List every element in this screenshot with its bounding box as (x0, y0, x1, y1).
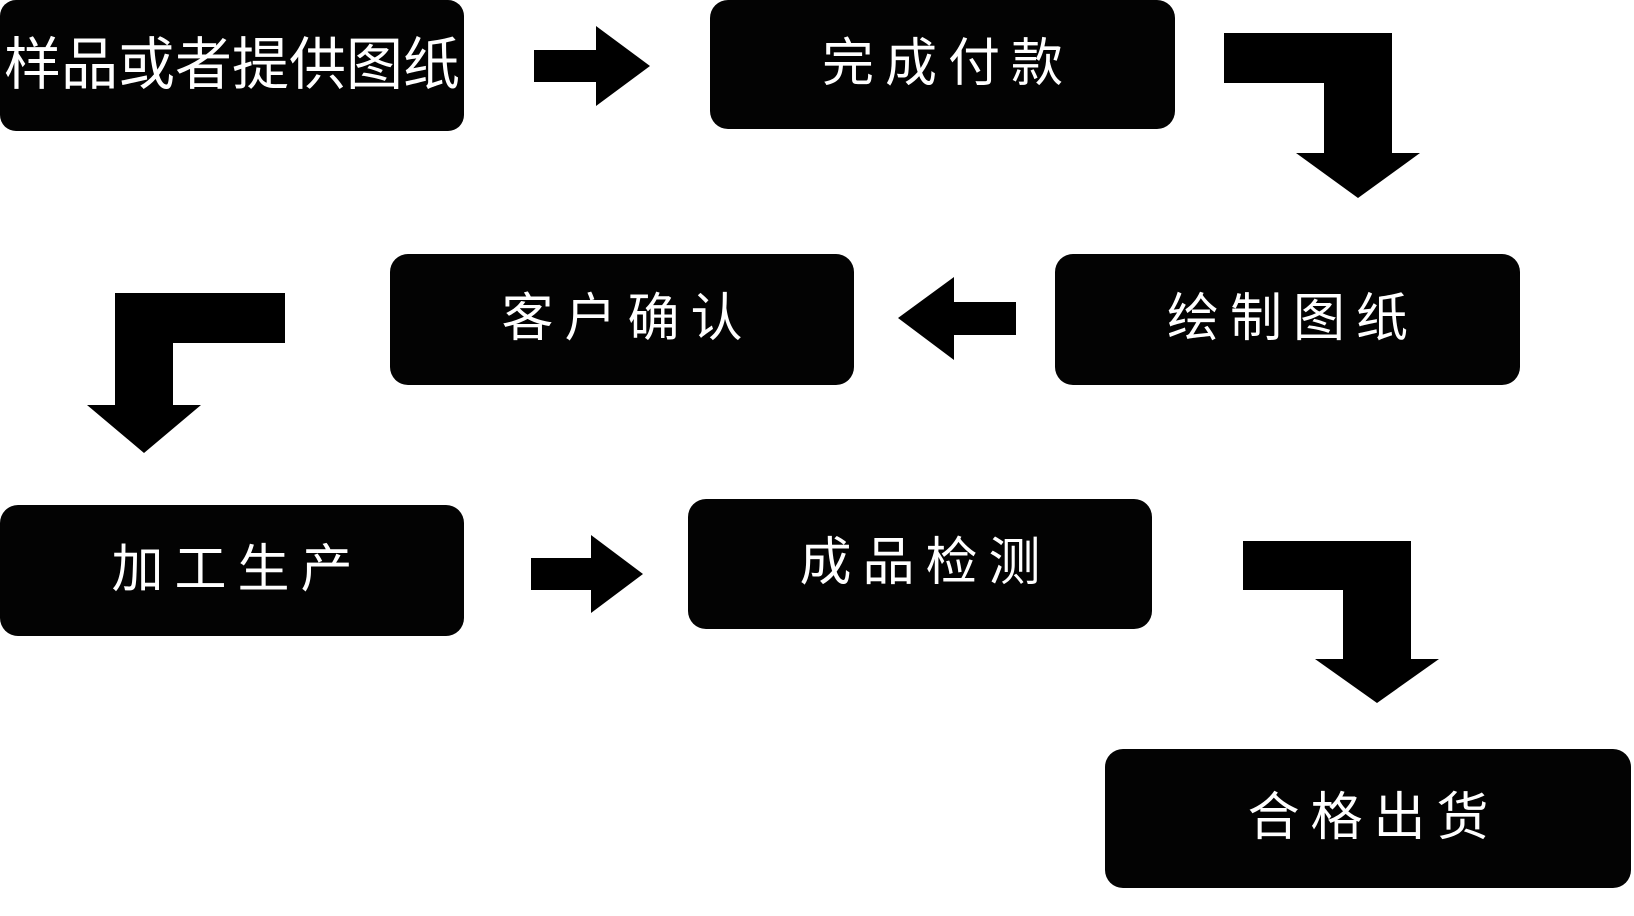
flow-node-label: 加工生产 (111, 539, 364, 600)
arrow-right-icon (531, 535, 643, 613)
connector-sample-to-payment-arrow-right (534, 26, 650, 106)
connector-confirm-to-production-elbow (87, 293, 285, 453)
arrow-elbow-right-down-icon (1224, 33, 1420, 198)
connector-drawing-to-confirm-arrow-left (898, 277, 1016, 360)
arrow-right-icon (534, 26, 650, 106)
flow-node-shipment[interactable]: 合格出货 (1105, 749, 1631, 888)
connector-payment-to-drawing-elbow (1224, 33, 1420, 198)
flow-node-label: 合格出货 (1247, 787, 1500, 848)
flow-node-production[interactable]: 加工生产 (0, 505, 464, 636)
arrow-left-icon (898, 277, 1016, 360)
flow-node-inspection[interactable]: 成品检测 (688, 499, 1152, 629)
arrow-elbow-right-down-icon (1243, 541, 1439, 703)
arrow-elbow-left-down-icon (87, 293, 285, 453)
flow-node-label: 完成付款 (821, 33, 1074, 94)
flow-node-label: 成品检测 (799, 533, 1052, 594)
flow-node-label: 客户确认 (501, 288, 754, 349)
flow-node-label: 样品或者提供图纸 (4, 32, 460, 99)
flow-node-confirm[interactable]: 客户确认 (390, 254, 854, 385)
connector-production-to-inspection-arrow-right (531, 535, 643, 613)
connector-inspection-to-shipment-elbow (1243, 541, 1439, 703)
flow-node-label: 绘制图纸 (1166, 288, 1419, 349)
flow-node-sample[interactable]: 样品或者提供图纸 (0, 0, 464, 131)
flow-node-drawing[interactable]: 绘制图纸 (1055, 254, 1520, 385)
flow-node-payment[interactable]: 完成付款 (710, 0, 1175, 129)
